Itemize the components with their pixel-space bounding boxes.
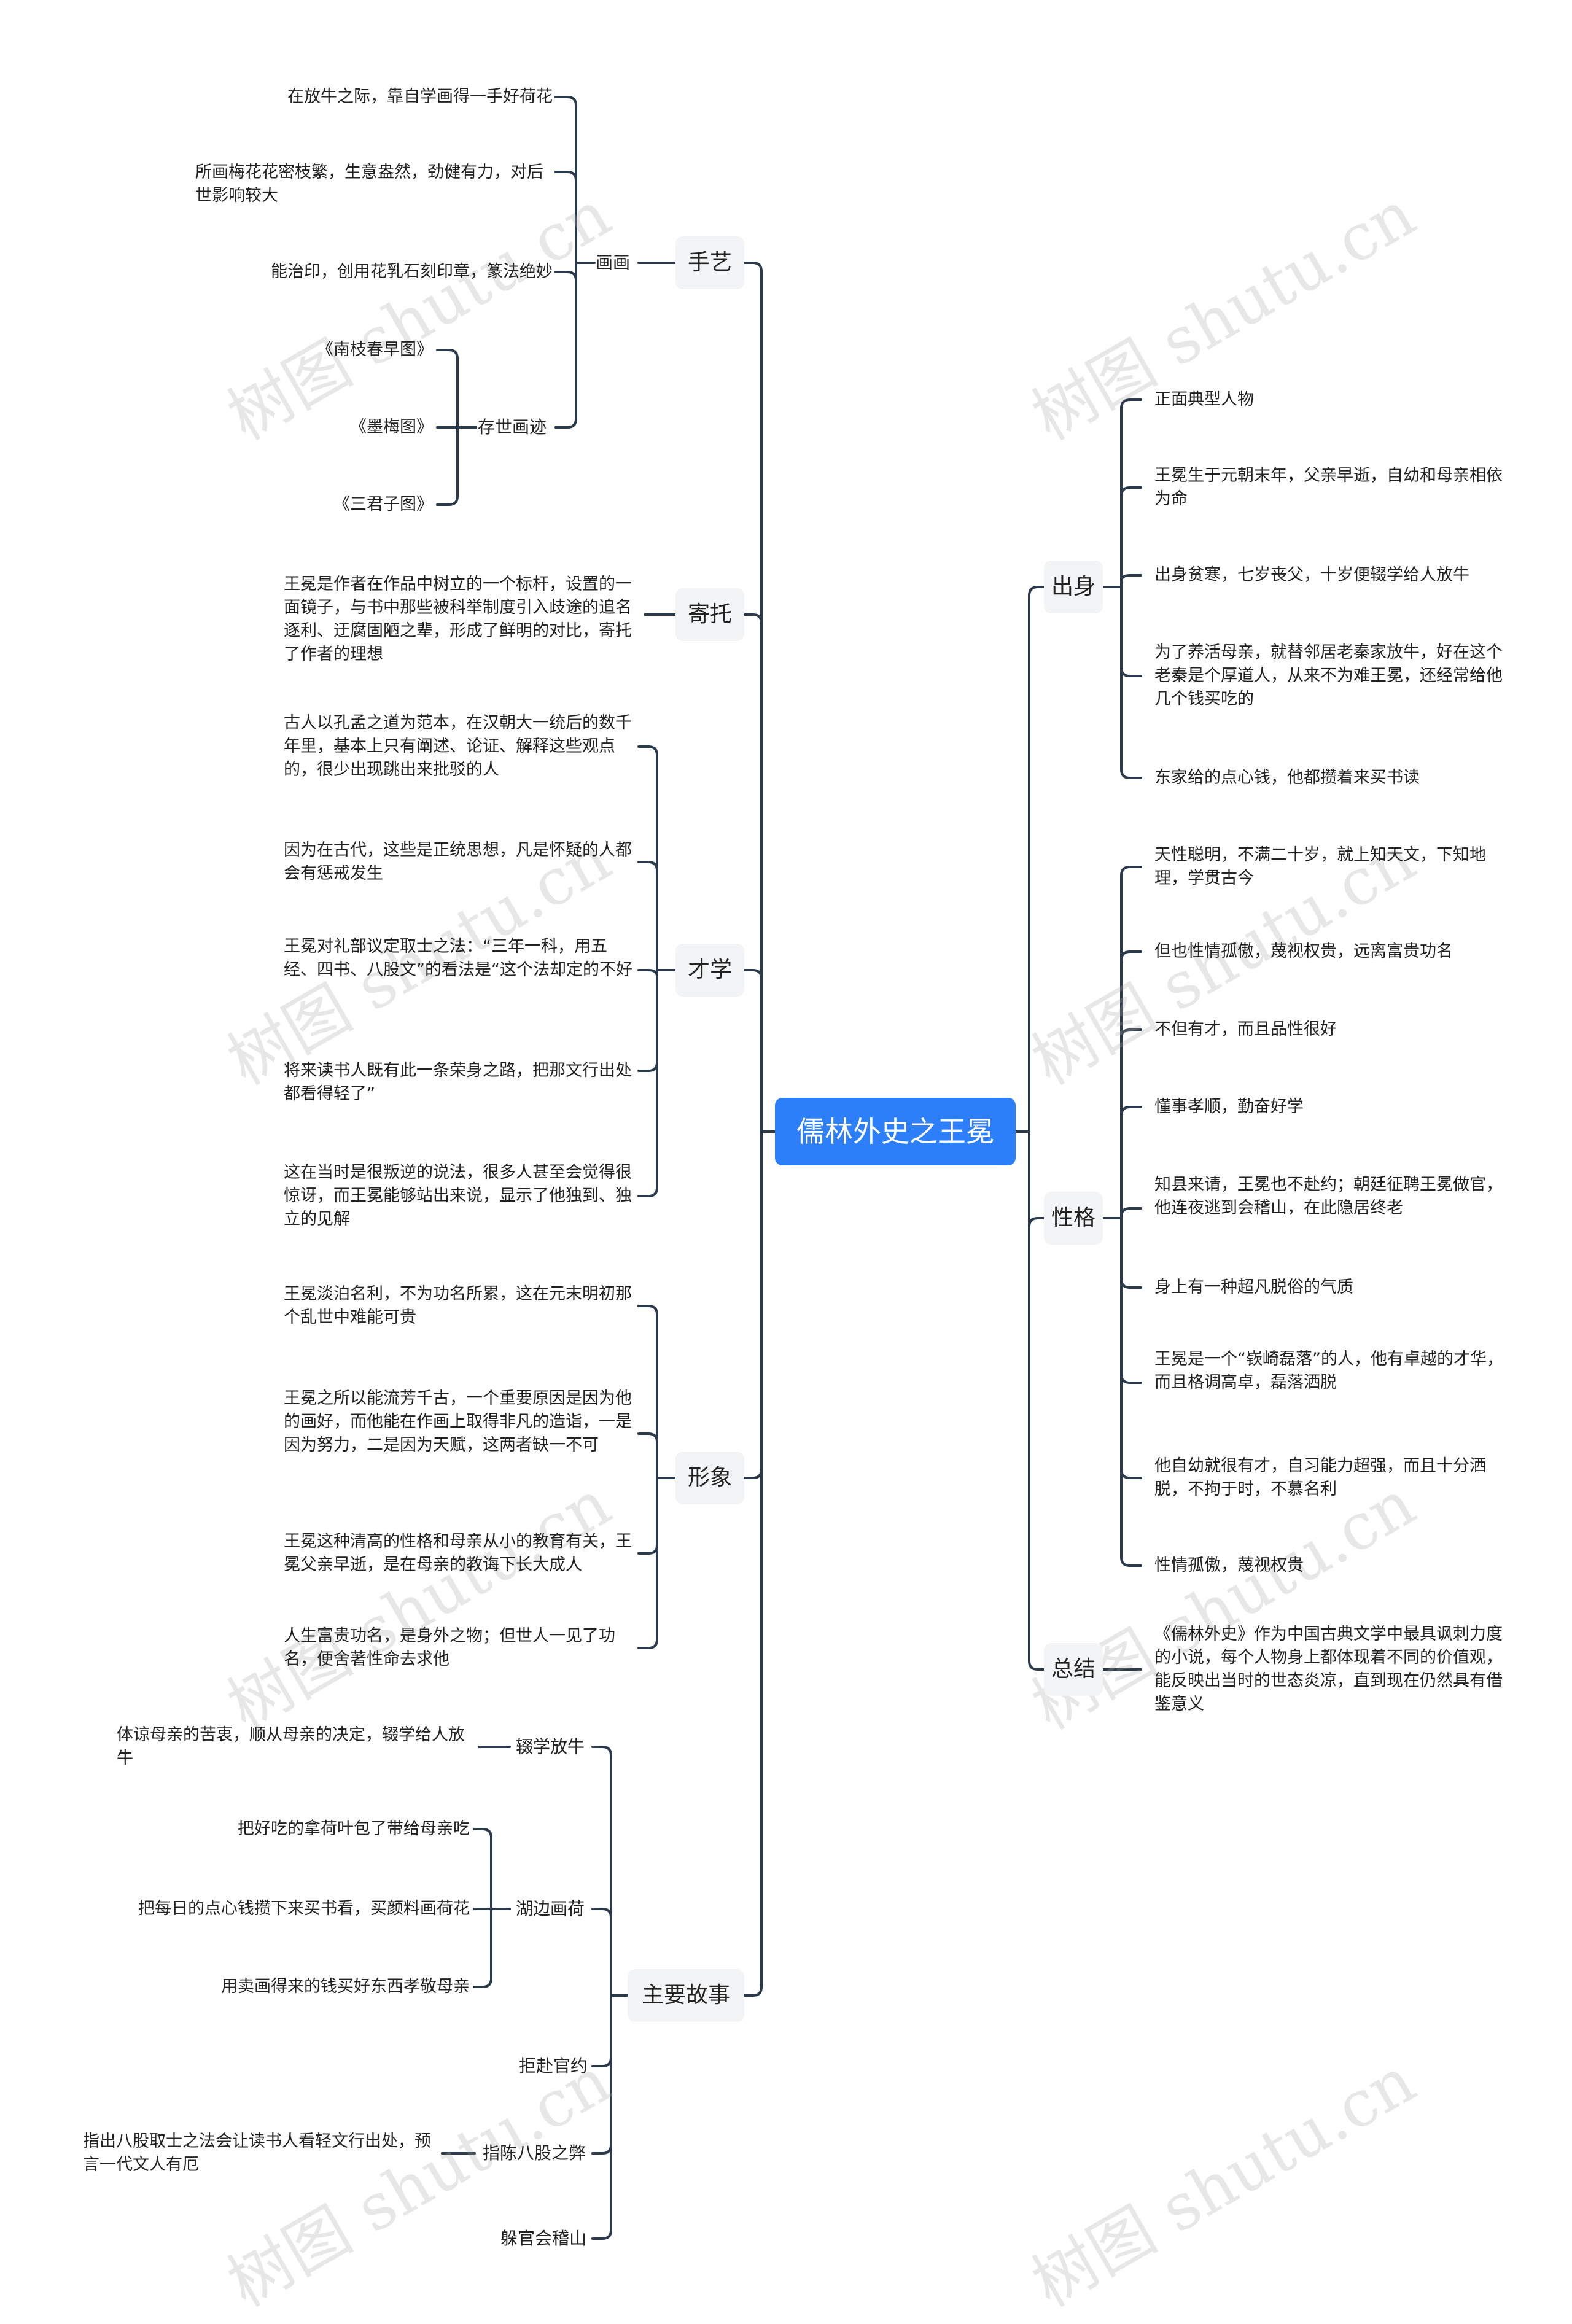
leaf-jituo-1[interactable]: 王冕是作者在作品中树立的一个标杆，设置的一面镜子，与书中那些被科举制度引入歧途的… <box>284 575 632 664</box>
leaf-xingge-7[interactable]: 王冕是一个“嵚崎磊落”的人，他有卓越的才华，而且格调高卓，磊落洒脱 <box>1154 1350 1503 1392</box>
leaf-chushen-2[interactable]: 王冕生于元朝末年，父亲早逝，自幼和母亲相依为命 <box>1154 466 1503 508</box>
leaf-xingge-4[interactable]: 懂事孝顺，勤奋好学 <box>1154 1097 1304 1116</box>
leaf-xingge-5[interactable]: 知县来请，王冕也不赴约；朝廷征聘王冕做官，他连夜逃到会稽山，在此隐居终老 <box>1154 1175 1503 1218</box>
leaf-hubian-1[interactable]: 把好吃的拿荷叶包了带给母亲吃 <box>238 1819 470 1838</box>
leaf-caixue-1[interactable]: 古人以孔孟之道为范本，在汉朝大一统后的数千年里，基本上只有阐述、论证、解释这些观… <box>284 713 632 779</box>
branch-chushen[interactable]: 出身 <box>1044 561 1103 613</box>
subtopic-duoguan[interactable]: 躲官会稽山 <box>500 2228 587 2248</box>
leaf-caixue-5[interactable]: 这在当时是很叛逆的说法，很多人甚至会觉得很惊讶，而王冕能够站出来说，显示了他独到… <box>284 1163 632 1229</box>
leaf-xingge-3[interactable]: 不但有才，而且品性很好 <box>1154 1020 1337 1039</box>
subtopic-huahua[interactable]: 画画 <box>596 252 631 273</box>
subtopic-chuoxue[interactable]: 辍学放牛 <box>516 1736 585 1757</box>
subtopic-cunshi[interactable]: 存世画迹 <box>478 417 547 437</box>
branch-zongjie[interactable]: 总结 <box>1044 1643 1103 1696</box>
leaf-xingxiang-3[interactable]: 王冕这种清高的性格和母亲从小的教育有关，王冕父亲早逝，是在母亲的教诲下长大成人 <box>284 1532 632 1574</box>
leaf-caixue-2[interactable]: 因为在古代，这些是正统思想，凡是怀疑的人都会有惩戒发生 <box>284 841 632 883</box>
leaf-xingxiang-1[interactable]: 王冕淡泊名利，不为功名所累，这在元末明初那个乱世中难能可贵 <box>284 1284 632 1327</box>
leaf-huahua-1[interactable]: 在放牛之际，靠自学画得一手好荷花 <box>287 87 553 106</box>
leaf-xingge-6[interactable]: 身上有一种超凡脱俗的气质 <box>1154 1278 1353 1297</box>
branch-xingge[interactable]: 性格 <box>1044 1192 1103 1245</box>
leaf-chushen-5[interactable]: 东家给的点心钱，他都攒着来买书读 <box>1154 768 1420 787</box>
leaf-chuoxue-1[interactable]: 体谅母亲的苦衷，顺从母亲的决定，辍学给人放牛 <box>117 1725 465 1768</box>
leaf-painting-2[interactable]: 《墨梅图》 <box>350 418 433 437</box>
leaf-caixue-3[interactable]: 王冕对礼部议定取士之法：“三年一科，用五经、四书、八股文”的看法是“这个法却定的… <box>284 937 632 979</box>
leaf-xingge-9[interactable]: 性情孤傲，蔑视权贵 <box>1154 1556 1304 1575</box>
leaf-zongjie-1[interactable]: 《儒林外史》作为中国古典文学中最具讽刺力度的小说，每个人物身上都体现着不同的价值… <box>1154 1625 1503 1714</box>
root-topic[interactable]: 儒林外史之王冕 <box>775 1098 1016 1165</box>
branch-gushi[interactable]: 主要故事 <box>628 1969 744 2022</box>
leaf-xingge-1[interactable]: 天性聪明，不满二十岁，就上知天文，下知地理，学贯古今 <box>1154 845 1486 888</box>
leaf-xingxiang-2[interactable]: 王冕之所以能流芳千古，一个重要原因是因为他的画好，而他能在作画上取得非凡的造诣，… <box>284 1389 632 1455</box>
leaf-chushen-1[interactable]: 正面典型人物 <box>1154 390 1254 409</box>
branch-xingxiang[interactable]: 形象 <box>675 1452 744 1504</box>
subtopic-hubian[interactable]: 湖边画荷 <box>516 1898 585 1919</box>
leaf-chushen-4[interactable]: 为了养活母亲，就替邻居老秦家放牛，好在这个老秦是个厚道人，从来不为难王冕，还经常… <box>1154 643 1503 709</box>
leaf-caixue-4[interactable]: 将来读书人既有此一条荣身之路，把那文行出处都看得轻了” <box>284 1061 632 1103</box>
leaf-hubian-3[interactable]: 用卖画得来的钱买好东西孝敬母亲 <box>221 1977 470 1996</box>
branch-jituo[interactable]: 寄托 <box>675 588 744 641</box>
branch-shouyi[interactable]: 手艺 <box>675 236 744 289</box>
leaf-hubian-2[interactable]: 把每日的点心钱攒下来买书看，买颜料画荷花 <box>138 1899 470 1918</box>
leaf-zhichen-1[interactable]: 指出八股取士之法会让读书人看轻文行出处，预言一代文人有厄 <box>83 2132 431 2174</box>
subtopic-jufu[interactable]: 拒赴官约 <box>519 2056 588 2076</box>
branch-caixue[interactable]: 才学 <box>675 944 744 997</box>
leaf-painting-1[interactable]: 《南枝春早图》 <box>317 340 433 359</box>
leaf-painting-3[interactable]: 《三君子图》 <box>333 495 433 514</box>
leaf-huahua-3[interactable]: 能治印，创用花乳石刻印章，篆法绝妙 <box>271 262 553 281</box>
leaf-xingxiang-4[interactable]: 人生富贵功名，是身外之物；但世人一见了功名，便舍著性命去求他 <box>284 1626 615 1669</box>
leaf-huahua-2[interactable]: 所画梅花花密枝繁，生意盎然，劲健有力，对后世影响较大 <box>195 163 543 205</box>
leaf-xingge-2[interactable]: 但也性情孤傲，蔑视权贵，远离富贵功名 <box>1154 942 1453 961</box>
leaf-chushen-3[interactable]: 出身贫寒，七岁丧父，十岁便辍学给人放牛 <box>1154 565 1469 585</box>
subtopic-zhichen[interactable]: 指陈八股之弊 <box>483 2143 586 2163</box>
leaf-xingge-8[interactable]: 他自幼就很有才，自习能力超强，而且十分洒脱，不拘于时，不慕名利 <box>1154 1456 1486 1499</box>
